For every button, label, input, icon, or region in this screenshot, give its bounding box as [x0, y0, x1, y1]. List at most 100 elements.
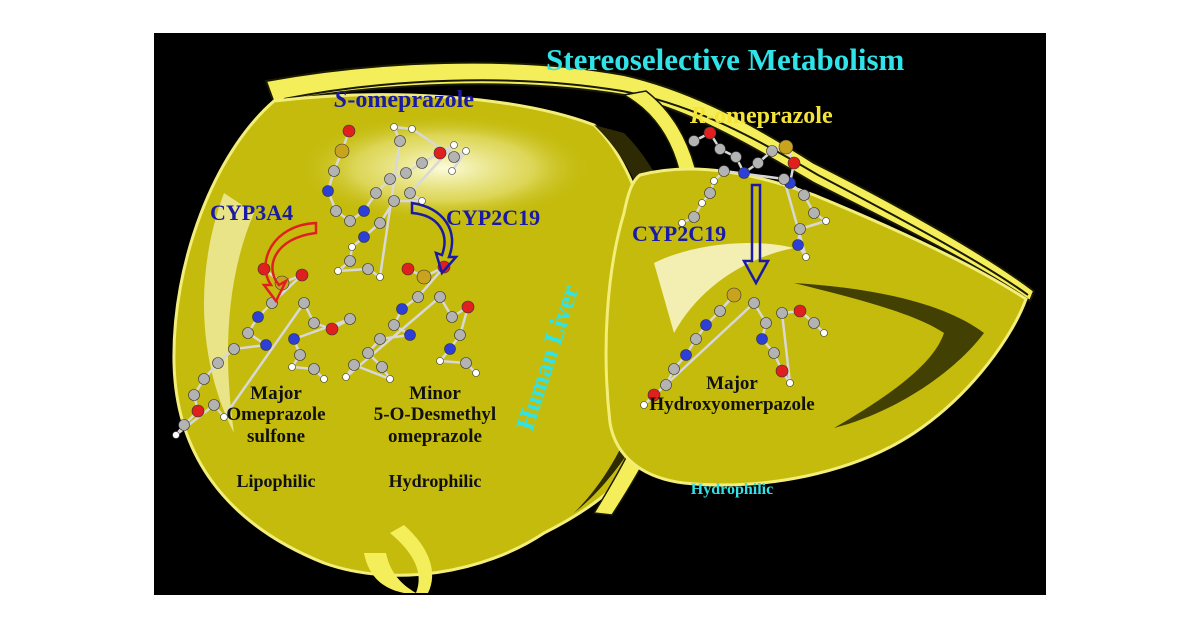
- hydroxyomeprazole-atom: [660, 379, 672, 391]
- desmethyl-omeprazole-atom: [416, 269, 432, 285]
- s-omeprazole-atom: [388, 195, 400, 207]
- hydroxyomeprazole-atom: [714, 305, 726, 317]
- s-omeprazole-atom: [408, 125, 416, 133]
- omeprazole-sulfone-atom: [191, 404, 205, 418]
- hydroxyomeprazole-atom: [690, 333, 702, 345]
- liver-illustration: [172, 61, 1036, 593]
- r-omeprazole-atom: [808, 207, 820, 219]
- s-minor-rank: Minor: [409, 383, 461, 404]
- r-omeprazole-atom: [822, 217, 830, 225]
- s-omeprazole-atom: [394, 135, 406, 147]
- r-omeprazole-atom: [718, 165, 730, 177]
- desmethyl-omeprazole-atom: [404, 329, 416, 341]
- hydroxyomeprazole-atom: [756, 333, 768, 345]
- hydroxyomeprazole-atom: [820, 329, 828, 337]
- hydroxyomeprazole-bond: [780, 312, 792, 384]
- hydroxyomeprazole-atom: [776, 307, 788, 319]
- molecule-atoms: [172, 123, 830, 439]
- r-major-product: Major Hydroxyomerpazole: [632, 373, 832, 416]
- liver-top-rim-inner: [283, 79, 1029, 296]
- cyp3a4-arrow: [261, 221, 318, 304]
- figure-title: Stereoselective Metabolism: [546, 42, 905, 77]
- cyp2c19-r-label: CYP2C19: [632, 221, 727, 246]
- s-omeprazole-atom: [448, 151, 460, 163]
- omeprazole-sulfone-atom: [242, 327, 254, 339]
- r-omeprazole-atom: [688, 211, 700, 223]
- omeprazole-sulfone-bond: [222, 302, 306, 418]
- s-major-name-1: Omeprazole: [226, 404, 326, 426]
- r-omeprazole-atom: [752, 157, 764, 169]
- omeprazole-sulfone-atom: [208, 399, 220, 411]
- omeprazole-sulfone-atom: [288, 333, 300, 345]
- gallbladder-duct: [364, 553, 416, 593]
- s-omeprazole-atom: [450, 141, 458, 149]
- s-omeprazole-atom: [416, 157, 428, 169]
- s-omeprazole-bond: [450, 150, 468, 172]
- s-omeprazole-atom: [370, 187, 382, 199]
- s-omeprazole-atom: [334, 143, 350, 159]
- desmethyl-omeprazole-atom: [401, 262, 415, 276]
- hydroxyomeprazole-atom: [726, 287, 742, 303]
- s-major-property: Lipophilic: [236, 471, 316, 491]
- r-omeprazole-atom: [698, 199, 706, 207]
- s-omeprazole-atom: [334, 267, 342, 275]
- s-omeprazole-atom: [390, 123, 398, 131]
- r-omeprazole-atom: [794, 223, 806, 235]
- hydroxyomeprazole-atom: [700, 319, 712, 331]
- hydroxyomeprazole-atom: [640, 401, 648, 409]
- liver-top-rim: [264, 61, 1036, 303]
- desmethyl-omeprazole-atom: [444, 343, 456, 355]
- liver-left-lobe: [172, 93, 671, 577]
- s-omeprazole-bond: [411, 127, 455, 159]
- r-major-rank: Major: [706, 373, 758, 394]
- omeprazole-sulfone-atom: [288, 363, 296, 371]
- s-omeprazole-atom: [342, 124, 356, 138]
- r-omeprazole-atom: [678, 219, 686, 227]
- desmethyl-omeprazole-bond: [345, 296, 441, 378]
- s-omeprazole-atom: [358, 231, 370, 243]
- hydroxyomeprazole-atom: [647, 388, 661, 402]
- desmethyl-omeprazole-bond: [417, 266, 445, 298]
- s-isomer-prefix: S: [334, 87, 348, 113]
- omeprazole-sulfone-atom: [260, 339, 272, 351]
- s-minor-name-2: omeprazole: [388, 425, 482, 447]
- hydroxyomeprazole-atom: [793, 304, 807, 318]
- r-isomer-prefix: R: [690, 103, 707, 129]
- desmethyl-omeprazole-atom: [396, 303, 408, 315]
- s-omeprazole-label: S-omeprazole: [334, 87, 474, 114]
- s-omeprazole-atom: [433, 146, 447, 160]
- cyp3a4-label: CYP3A4: [210, 200, 294, 225]
- cyp2c19-r-arrow: [741, 183, 771, 286]
- desmethyl-omeprazole-atom: [412, 291, 424, 303]
- omeprazole-sulfone-atom: [320, 375, 328, 383]
- cyp2c19-s-label: CYP2C19: [446, 205, 541, 230]
- desmethyl-omeprazole-atom: [342, 373, 350, 381]
- r-omeprazole-atom: [738, 167, 750, 179]
- r-omeprazole-atom: [710, 177, 718, 185]
- s-major-name-2: sulfone: [246, 425, 306, 447]
- hydroxyomeprazole-atom: [775, 364, 789, 378]
- hydroxyomeprazole-atom: [668, 363, 680, 375]
- s-omeprazole-atom: [344, 215, 356, 227]
- desmethyl-omeprazole-atom: [472, 369, 480, 377]
- omeprazole-sulfone-atom: [308, 317, 320, 329]
- gallbladder-duct-2: [390, 525, 433, 593]
- r-isomer-suffix: -omeprazole: [706, 103, 833, 129]
- r-omeprazole-atom: [703, 126, 717, 140]
- desmethyl-omeprazole-atom: [436, 357, 444, 365]
- s-omeprazole-atom: [348, 243, 356, 251]
- omeprazole-sulfone-atom: [220, 413, 228, 421]
- omeprazole-sulfone-bond: [293, 317, 351, 341]
- hydroxyomeprazole-atom: [680, 349, 692, 361]
- desmethyl-omeprazole-atom: [434, 291, 446, 303]
- desmethyl-omeprazole-atom: [388, 319, 400, 331]
- liver-right-shine: [654, 243, 794, 333]
- omeprazole-sulfone-atom: [325, 322, 339, 336]
- desmethyl-omeprazole-atom: [374, 333, 386, 345]
- desmethyl-omeprazole-atom: [461, 300, 475, 314]
- s-minor-property: Hydrophilic: [388, 471, 482, 491]
- r-omeprazole-atom: [730, 151, 742, 163]
- r-major-property: Hydrophilic: [690, 481, 774, 498]
- s-minor-name-1: 5-O-Desmethyl: [373, 404, 497, 426]
- s-omeprazole-bond: [378, 140, 402, 278]
